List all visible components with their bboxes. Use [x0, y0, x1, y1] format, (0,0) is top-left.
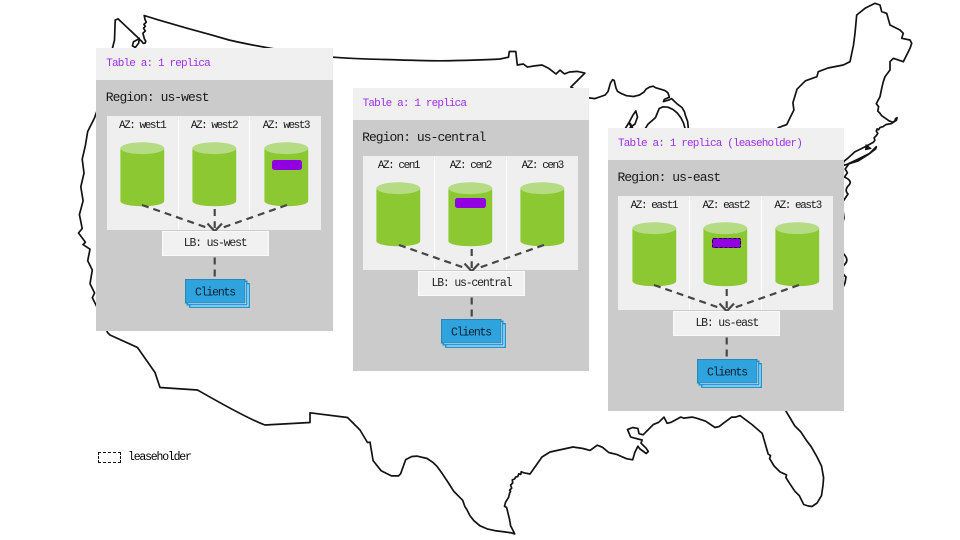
svg-text:Clients: Clients [707, 367, 747, 380]
svg-text:Clients: Clients [195, 287, 235, 300]
svg-text:Clients: Clients [451, 327, 491, 340]
